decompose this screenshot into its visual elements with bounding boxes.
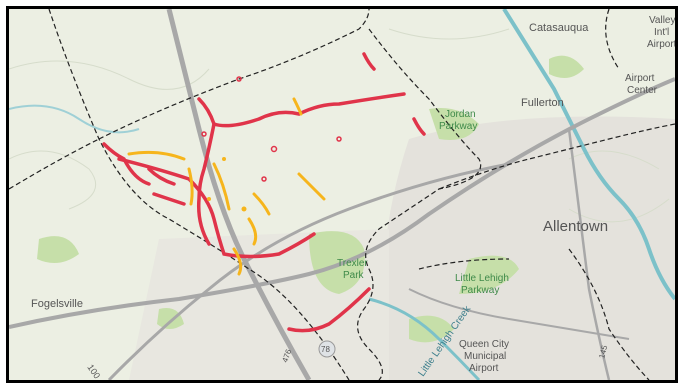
label-airport-center-2: Center	[627, 85, 658, 96]
label-queen-city-3: Airport	[469, 363, 499, 374]
stream-spots-mid	[207, 157, 247, 212]
label-fogelsville: Fogelsville	[31, 298, 83, 310]
label-jordan-2: Parkway	[439, 121, 477, 132]
label-allentown: Allentown	[543, 218, 608, 235]
stream-segments-mid	[127, 97, 326, 276]
label-airport-center-1: Airport	[625, 73, 655, 84]
label-catasauqua: Catasauqua	[529, 22, 589, 34]
label-fullerton: Fullerton	[521, 97, 564, 109]
label-little-lehigh-2: Parkway	[461, 285, 499, 296]
label-queen-city-1: Queen City	[459, 339, 509, 350]
boundaries	[9, 9, 675, 380]
svg-text:145: 145	[597, 344, 609, 360]
label-valley-2: Int'l	[654, 27, 669, 38]
route-476-shield: 476	[280, 348, 293, 364]
stream-spots	[201, 76, 342, 182]
route-145-shield: 145	[597, 344, 609, 360]
stream-segments-high	[102, 52, 426, 333]
little-lehigh-creek	[368, 297, 481, 380]
map-frame[interactable]: 100 78 476 145 Catasauqua Valley Int'l A…	[6, 6, 678, 383]
map-canvas: 100 78 476 145 Catasauqua Valley Int'l A…	[9, 9, 675, 380]
label-trexler-1: Trexler	[337, 258, 368, 269]
label-valley-3: Airport	[647, 39, 675, 50]
route-78-shield: 78	[318, 340, 336, 358]
stream-west	[9, 104, 140, 134]
label-queen-city-2: Municipal	[464, 351, 506, 362]
label-jordan-1: Jordan	[445, 109, 476, 120]
svg-text:78: 78	[321, 345, 330, 354]
lehigh-river	[502, 9, 675, 301]
roads	[9, 9, 675, 380]
svg-text:476: 476	[280, 348, 293, 364]
label-little-lehigh-1: Little Lehigh	[455, 273, 509, 284]
label-trexler-2: Park	[343, 270, 365, 281]
label-valley-1: Valley	[649, 15, 675, 26]
